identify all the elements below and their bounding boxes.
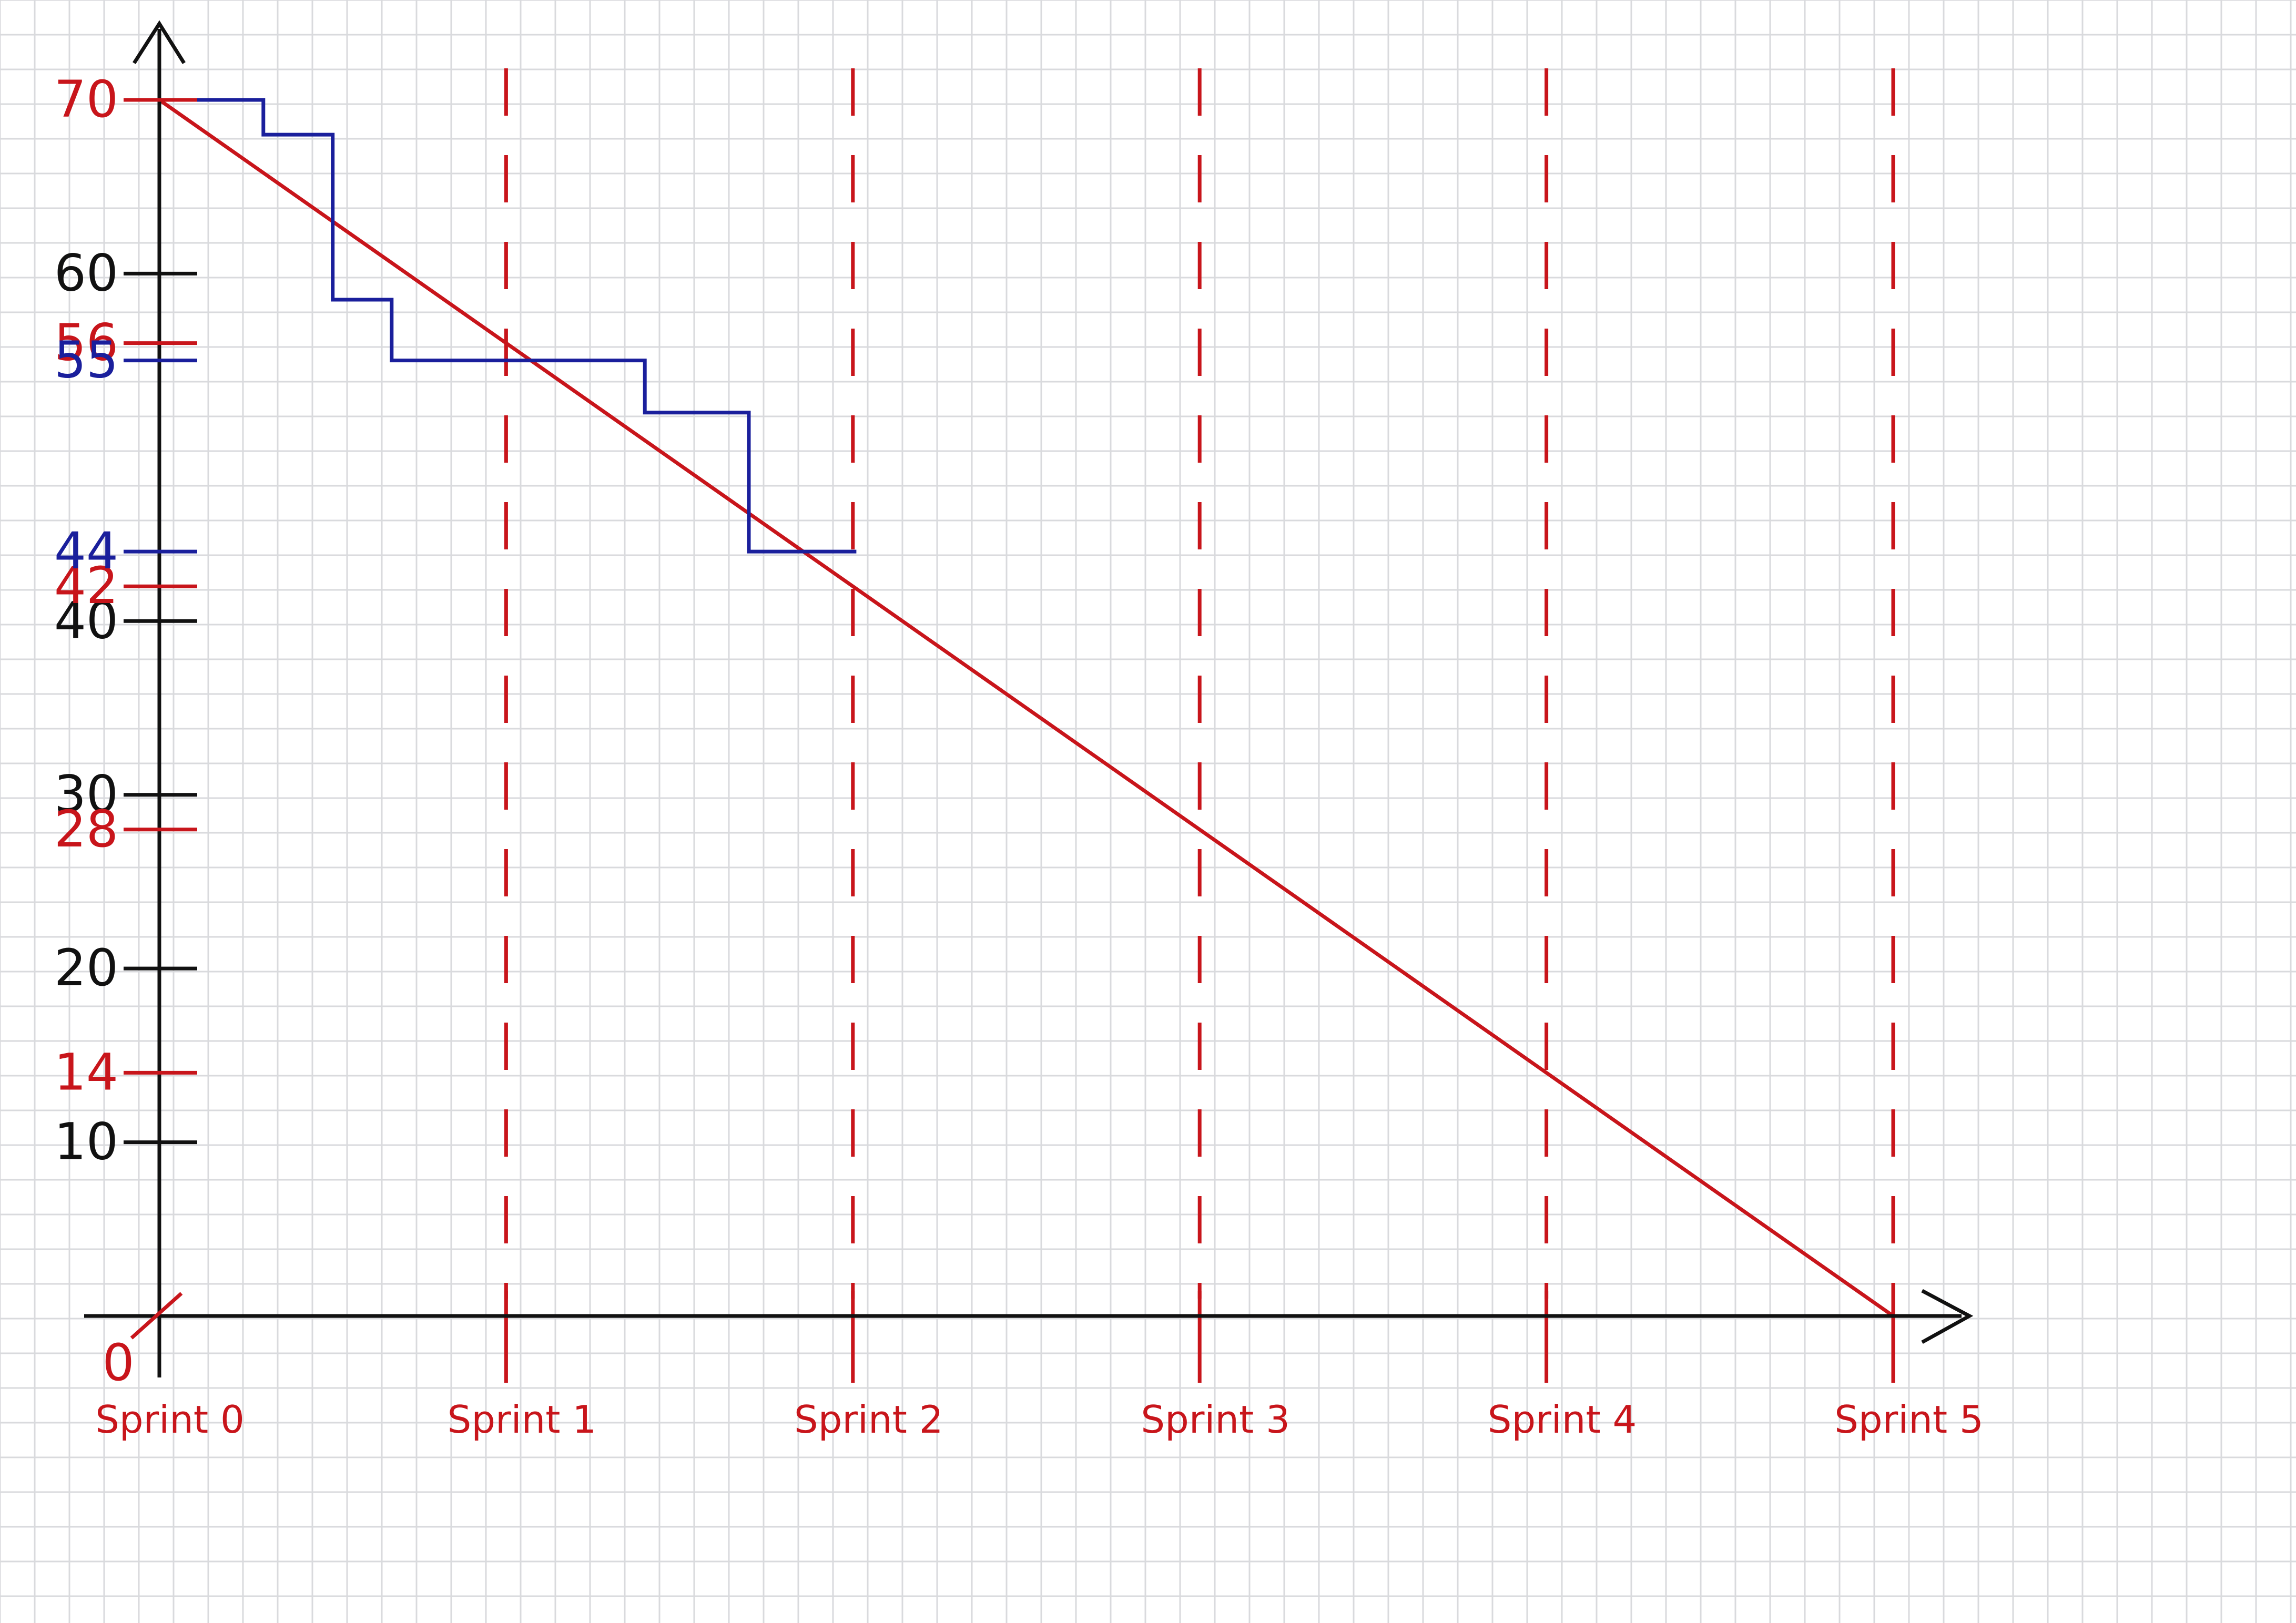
- y-tick-label-red: 28: [54, 800, 118, 859]
- y-tick-label-blue: 55: [54, 331, 118, 390]
- sprint-label: Sprint 0: [95, 1397, 245, 1442]
- y-tick-label-black: 30: [54, 765, 118, 824]
- y-tick-label-red: 14: [54, 1043, 118, 1101]
- y-axis-ticks: 10 20 30 40 60 14 28 42 56 70 44 55: [54, 70, 197, 1171]
- sprint-dividers: [504, 68, 1895, 1383]
- sprint-label: Sprint 1: [448, 1397, 597, 1442]
- y-tick-label-black: 10: [54, 1112, 118, 1171]
- y-tick-label-blue: 44: [54, 522, 118, 580]
- chart-axes: 0: [84, 20, 1974, 1392]
- x-axis-arrow-icon: [1921, 1289, 1974, 1344]
- actual-burndown-step-line: [159, 98, 857, 554]
- y-tick-label-red: 70: [54, 70, 118, 129]
- y-tick-label-red: 42: [54, 556, 118, 615]
- y-tick-label-red: 56: [54, 313, 118, 372]
- origin-label: 0: [102, 1333, 134, 1392]
- sprint-label: Sprint 3: [1141, 1397, 1290, 1442]
- origin-tick-mark: [130, 1292, 183, 1340]
- x-axis-categories: Sprint 0 Sprint 1 Sprint 2 Sprint 3 Sprint 4…: [95, 1397, 1984, 1442]
- y-axis-arrow-icon: [133, 20, 186, 64]
- sprint-label: Sprint 2: [794, 1397, 943, 1442]
- chart-series: [158, 98, 1895, 1318]
- y-tick-label-black: 40: [54, 591, 118, 650]
- y-tick-label-black: 60: [54, 243, 118, 302]
- y-tick-label-black: 20: [54, 938, 118, 997]
- sprint-label: Sprint 5: [1834, 1397, 1984, 1442]
- sprint-label: Sprint 4: [1488, 1397, 1637, 1442]
- ideal-burndown-line: [158, 98, 1895, 1318]
